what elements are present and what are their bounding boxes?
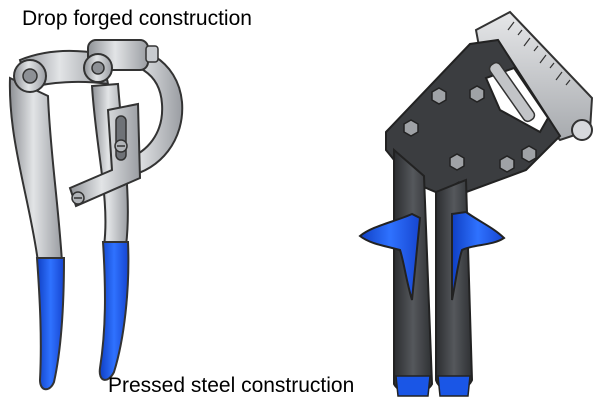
drop-forged-left-grip [35,257,66,391]
drop-forged-pivot-left-rivet [22,68,38,84]
drop-forged-pin [145,45,159,63]
bolt-3 [469,85,485,103]
bolt-7 [521,145,537,163]
drop-forged-right-grip [98,241,130,381]
bolt-2 [431,87,447,105]
caption-pressed-steel: Pressed steel construction [108,374,355,397]
pressed-steel-bolts [403,85,537,199]
caption-drop-forged: Drop forged construction [22,7,252,30]
pressed-steel-left-grip [358,212,422,301]
pressed-steel-scale-ticks [507,21,571,86]
pressed-steel-right-grip [451,210,506,301]
drop-forged-adjust-slot [115,115,127,161]
bolt-1 [403,119,419,137]
bolt-6 [499,155,515,173]
drop-forged-tool [8,39,184,391]
drop-forged-left-handle [8,76,64,263]
drop-forged-pivot-right-rivet [91,61,105,75]
pressed-steel-left-grip-end [395,375,431,397]
pressed-steel-scale-knob [571,119,593,141]
bolt-4 [449,153,465,171]
pressed-steel-right-grip-end [437,375,471,397]
pressed-steel-tool [358,10,594,397]
pressed-steel-guide-bar [488,61,536,123]
